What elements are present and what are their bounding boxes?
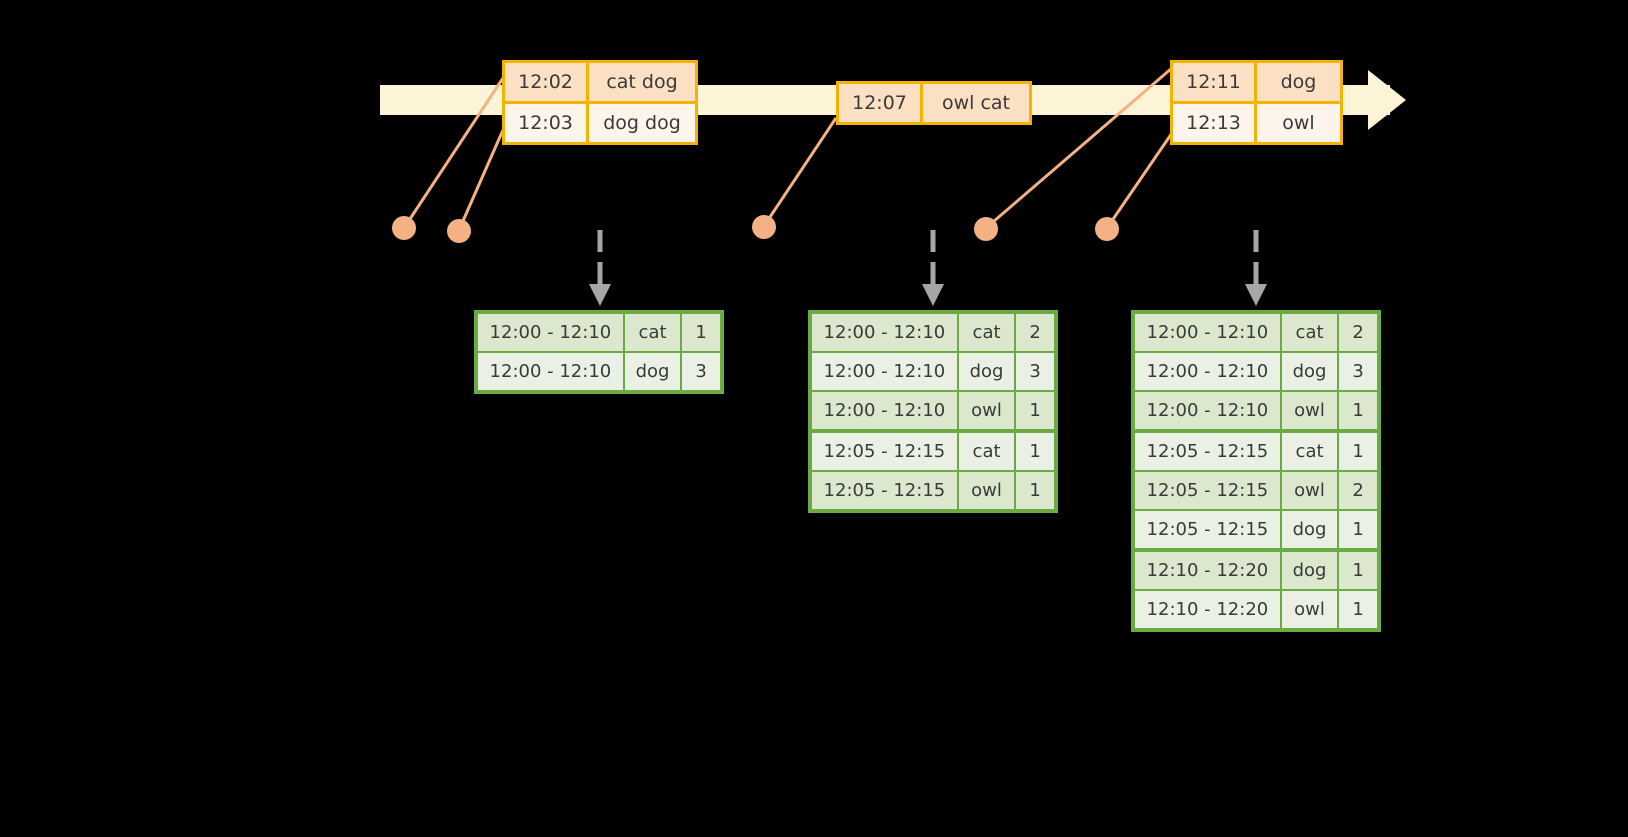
cell-word: cat: [958, 433, 1017, 470]
event-words: cat dog: [589, 63, 695, 101]
cell-window: 12:05 - 12:15: [1135, 472, 1282, 509]
event-row[interactable]: 12:13 owl: [1173, 101, 1340, 142]
table-row[interactable]: 12:00 - 12:10 owl 1: [1135, 390, 1377, 429]
cell-count: 1: [1016, 472, 1054, 509]
event-words: owl: [1257, 104, 1340, 142]
event-time: 12:13: [1173, 104, 1257, 142]
event-group-1[interactable]: 12:02 cat dog 12:03 dog dog: [502, 60, 698, 145]
cell-window: 12:00 - 12:10: [1135, 353, 1282, 390]
cell-word: owl: [1281, 591, 1340, 628]
result-arrow-2: [922, 230, 944, 306]
event-time: 12:02: [505, 63, 589, 101]
cell-window: 12:00 - 12:10: [478, 314, 625, 351]
cell-count: 1: [1339, 392, 1377, 429]
cell-count: 1: [1016, 392, 1054, 429]
event-time: 12:11: [1173, 63, 1257, 101]
cell-window: 12:00 - 12:10: [812, 353, 959, 390]
event-row[interactable]: 12:07 owl cat: [839, 84, 1029, 122]
cell-window: 12:10 - 12:20: [1135, 552, 1282, 589]
result-arrow-1: [589, 230, 611, 306]
table-row[interactable]: 12:00 - 12:10 dog 3: [478, 351, 720, 390]
table-row[interactable]: 12:10 - 12:20 dog 1: [1135, 548, 1377, 589]
cell-window: 12:00 - 12:10: [812, 392, 959, 429]
event-words: dog dog: [589, 104, 695, 142]
event-row[interactable]: 12:11 dog: [1173, 63, 1340, 101]
cell-word: owl: [1281, 392, 1340, 429]
cell-word: cat: [624, 314, 683, 351]
cell-count: 1: [1339, 552, 1377, 589]
cell-count: 2: [1339, 314, 1377, 351]
cell-word: dog: [1281, 511, 1340, 548]
table-row[interactable]: 12:05 - 12:15 owl 1: [812, 470, 1054, 509]
stream-marker-dot[interactable]: [392, 216, 416, 240]
cell-word: dog: [1281, 353, 1340, 390]
stream-marker-dot[interactable]: [447, 219, 471, 243]
cell-word: dog: [958, 353, 1017, 390]
cell-window: 12:00 - 12:10: [478, 353, 625, 390]
cell-word: owl: [1281, 472, 1340, 509]
table-row[interactable]: 12:00 - 12:10 cat 1: [478, 314, 720, 351]
aggregate-table-1: 12:00 - 12:10 cat 1 12:00 - 12:10 dog 3: [474, 310, 724, 394]
cell-count: 1: [682, 314, 720, 351]
aggregate-table-3: 12:00 - 12:10 cat 2 12:00 - 12:10 dog 3 …: [1131, 310, 1381, 632]
cell-window: 12:00 - 12:10: [812, 314, 959, 351]
table-row[interactable]: 12:05 - 12:15 cat 1: [812, 429, 1054, 470]
event-group-2[interactable]: 12:07 owl cat: [836, 81, 1032, 125]
cell-window: 12:05 - 12:15: [812, 433, 959, 470]
cell-window: 12:05 - 12:15: [812, 472, 959, 509]
cell-count: 3: [1016, 353, 1054, 390]
table-row[interactable]: 12:00 - 12:10 dog 3: [1135, 351, 1377, 390]
table-row[interactable]: 12:00 - 12:10 dog 3: [812, 351, 1054, 390]
event-row[interactable]: 12:02 cat dog: [505, 63, 695, 101]
table-row[interactable]: 12:05 - 12:15 dog 1: [1135, 509, 1377, 548]
event-stream-arrowhead: [1368, 70, 1406, 130]
cell-word: cat: [1281, 433, 1340, 470]
table-row[interactable]: 12:10 - 12:20 owl 1: [1135, 589, 1377, 628]
cell-word: cat: [958, 314, 1017, 351]
aggregate-table-2: 12:00 - 12:10 cat 2 12:00 - 12:10 dog 3 …: [808, 310, 1058, 513]
cell-window: 12:00 - 12:10: [1135, 314, 1282, 351]
cell-word: dog: [1281, 552, 1340, 589]
table-row[interactable]: 12:00 - 12:10 cat 2: [812, 314, 1054, 351]
event-row[interactable]: 12:03 dog dog: [505, 101, 695, 142]
cell-word: cat: [1281, 314, 1340, 351]
cell-word: dog: [624, 353, 683, 390]
cell-window: 12:05 - 12:15: [1135, 511, 1282, 548]
event-time: 12:03: [505, 104, 589, 142]
event-group-3[interactable]: 12:11 dog 12:13 owl: [1170, 60, 1343, 145]
stream-marker-dot[interactable]: [974, 217, 998, 241]
cell-count: 2: [1339, 472, 1377, 509]
cell-count: 1: [1339, 511, 1377, 548]
table-row[interactable]: 12:00 - 12:10 cat 2: [1135, 314, 1377, 351]
cell-count: 2: [1016, 314, 1054, 351]
cell-window: 12:05 - 12:15: [1135, 433, 1282, 470]
cell-word: owl: [958, 392, 1017, 429]
cell-window: 12:10 - 12:20: [1135, 591, 1282, 628]
event-words: owl cat: [923, 84, 1029, 122]
cell-count: 3: [682, 353, 720, 390]
cell-count: 1: [1016, 433, 1054, 470]
cell-word: owl: [958, 472, 1017, 509]
event-words: dog: [1257, 63, 1340, 101]
cell-count: 3: [1339, 353, 1377, 390]
cell-window: 12:00 - 12:10: [1135, 392, 1282, 429]
event-time: 12:07: [839, 84, 923, 122]
table-row[interactable]: 12:05 - 12:15 cat 1: [1135, 429, 1377, 470]
cell-count: 1: [1339, 433, 1377, 470]
table-row[interactable]: 12:05 - 12:15 owl 2: [1135, 470, 1377, 509]
stream-marker-dot[interactable]: [1095, 217, 1119, 241]
table-row[interactable]: 12:00 - 12:10 owl 1: [812, 390, 1054, 429]
stream-marker-dot[interactable]: [752, 215, 776, 239]
cell-count: 1: [1339, 591, 1377, 628]
result-arrow-3: [1245, 230, 1267, 306]
